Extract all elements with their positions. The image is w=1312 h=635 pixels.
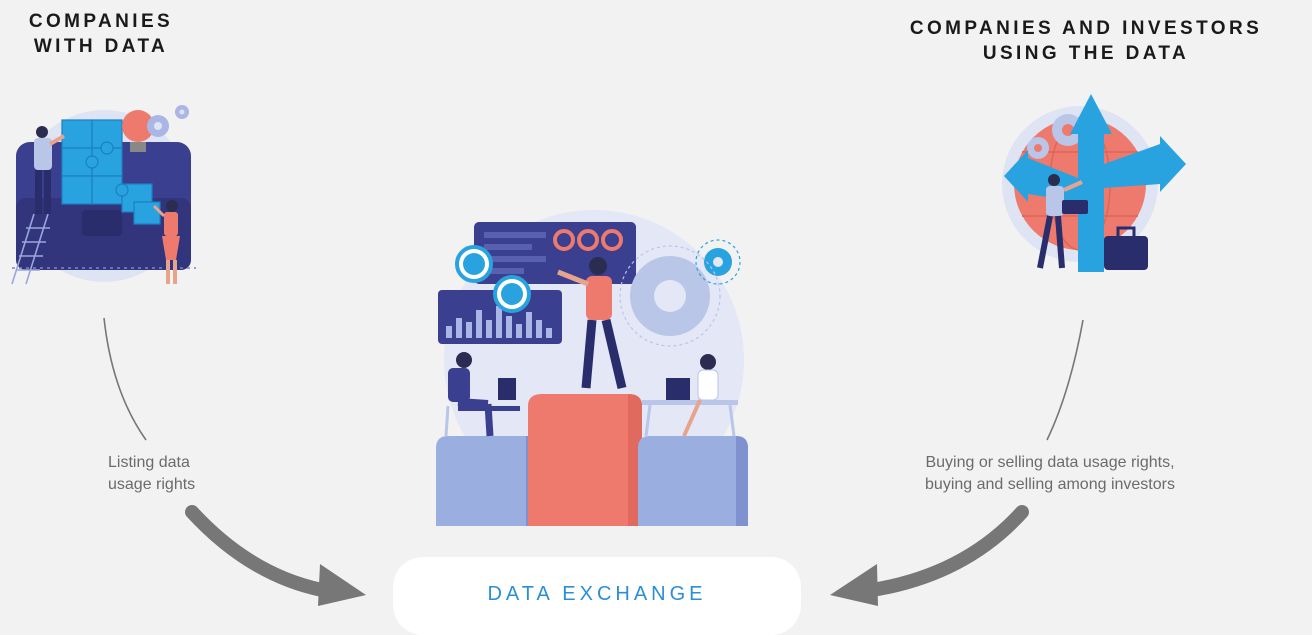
left-heading-line-1: COMPANIES xyxy=(28,11,174,32)
right-connector-line xyxy=(1046,319,1084,441)
right-party-heading: COMPANIES AND INVESTORS USING THE DATA xyxy=(868,16,1304,66)
right-caption-line-1: Buying or selling data usage rights, xyxy=(925,454,1175,471)
left-flow-arrow xyxy=(185,505,329,597)
left-flow-caption: Listing data usage rights xyxy=(108,452,195,496)
data-exchange-box: DATA EXCHANGE xyxy=(393,557,801,635)
left-caption-line-1: Listing data xyxy=(108,454,190,471)
right-heading-line-2: USING THE DATA xyxy=(982,43,1190,64)
data-exchange-label: DATA EXCHANGE xyxy=(487,583,707,605)
right-flow-caption: Buying or selling data usage rights, buy… xyxy=(895,452,1205,496)
right-caption-line-2: buying and selling among investors xyxy=(925,476,1175,493)
dollar-coin-icon xyxy=(455,245,531,313)
direction-arrows-globe-illustration xyxy=(1002,94,1186,272)
puzzle-briefcase-illustration xyxy=(11,105,196,285)
left-party-heading: COMPANIES WITH DATA xyxy=(6,9,196,59)
right-heading-line-1: COMPANIES AND INVESTORS xyxy=(909,18,1263,39)
right-arrowhead-icon xyxy=(830,564,878,606)
left-caption-line-2: usage rights xyxy=(108,476,196,493)
right-flow-arrow xyxy=(865,505,1029,597)
left-heading-line-2: WITH DATA xyxy=(33,36,169,57)
team-dashboard-podium-illustration xyxy=(436,210,748,526)
left-arrowhead-icon xyxy=(318,564,366,606)
left-connector-line xyxy=(103,317,147,441)
